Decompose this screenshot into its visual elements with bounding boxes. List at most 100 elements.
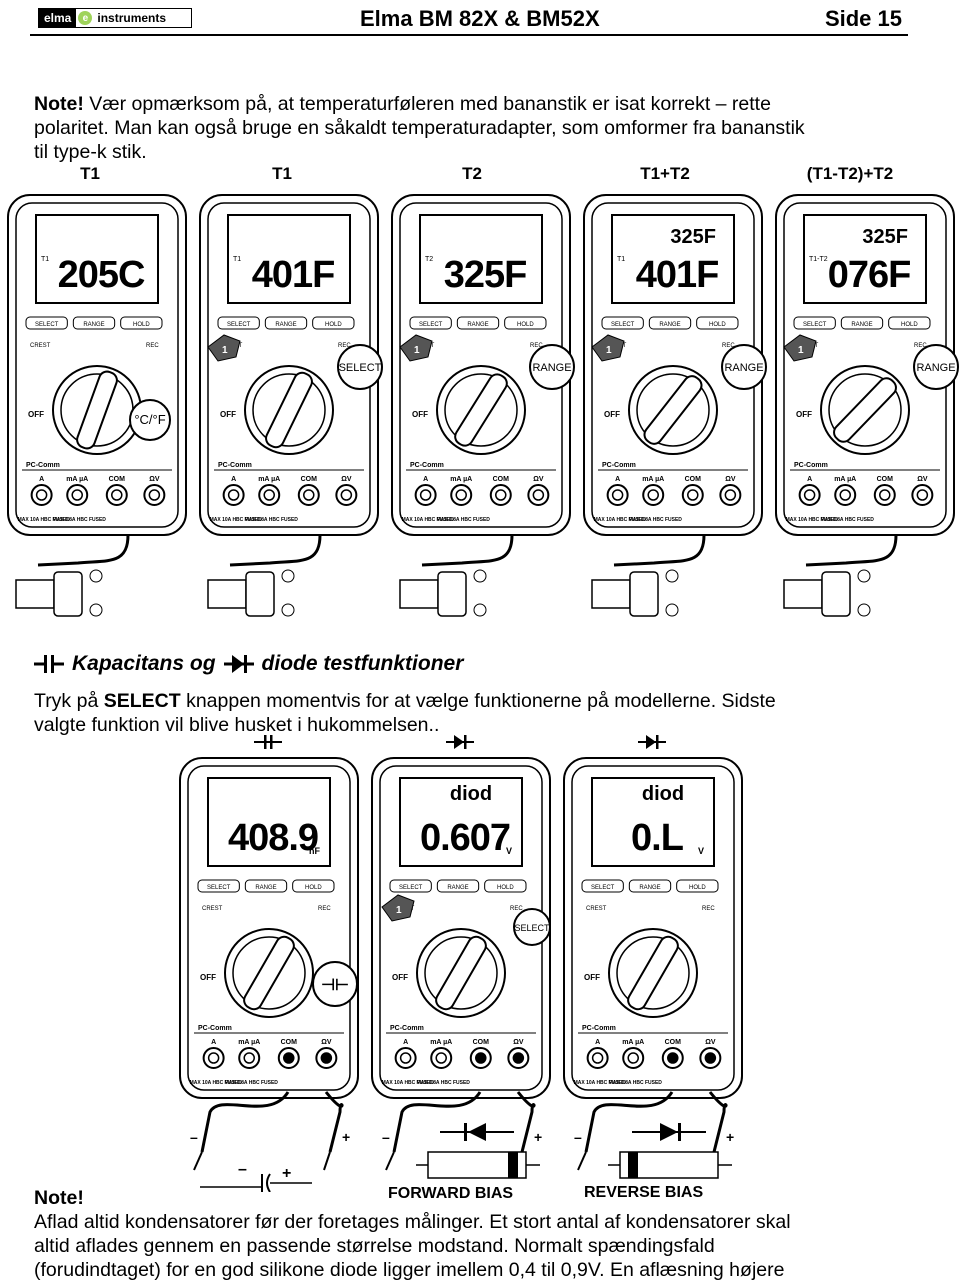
jack-hole	[879, 489, 891, 501]
jack-label: mA µA	[642, 476, 664, 483]
note-paragraph-2: Note! Aflad altid kondensatorer før der …	[34, 1186, 791, 1282]
elma-logo: elma e instruments	[38, 8, 192, 28]
diode-band	[628, 1152, 638, 1178]
lcd-main-reading: 401F	[252, 254, 335, 296]
meter-button	[648, 316, 692, 330]
pc-comm-label: PC-Comm	[218, 462, 252, 469]
jack-label: COM	[665, 1039, 682, 1046]
lcd-display	[207, 777, 331, 867]
jack-label: mA µA	[622, 1039, 644, 1046]
off-label: OFF	[412, 410, 428, 419]
lcd-main-reading: 0.L	[631, 817, 684, 859]
finger-number: 1	[606, 345, 612, 356]
callout-label: RANGE	[532, 362, 571, 374]
finger-number: 1	[798, 345, 804, 356]
plug-body	[629, 571, 659, 617]
note-line-2: polaritet. Man kan også bruge en såkaldt…	[34, 117, 805, 139]
reverse-bias-label: REVERSE BIAS	[584, 1184, 704, 1201]
fuse-label-1: MAX 10A HBC FUSED	[190, 1080, 242, 1086]
lcd-display	[419, 214, 543, 304]
meter-button-label: SELECT	[803, 322, 827, 328]
thermocouple-plug	[207, 579, 247, 609]
crest-label: CREST	[202, 906, 223, 912]
jack-hole	[611, 489, 624, 501]
finger-number: 1	[222, 345, 228, 356]
jack-label: A	[211, 1039, 216, 1046]
mode-callout-circle	[312, 961, 358, 1007]
meter-label-3: T2	[462, 164, 482, 183]
lcd-main-reading: 325F	[444, 254, 527, 296]
jack-hole	[455, 489, 467, 501]
jack-hole	[71, 489, 83, 501]
plus-terminal	[857, 569, 871, 583]
jack-hole	[724, 489, 737, 501]
jack-hole	[687, 489, 699, 501]
select-text-post: knappen momentvis for at vælge funktione…	[180, 690, 776, 712]
lcd-mode-text: diod	[450, 783, 492, 805]
jack-hole	[303, 489, 315, 501]
meter-button	[676, 879, 719, 893]
jack-hole	[495, 489, 507, 501]
minus-sign: –	[574, 1129, 582, 1145]
callout-label: SELECT	[339, 362, 382, 374]
lcd-sub-reading: 325F	[670, 226, 716, 248]
jack-hole	[263, 489, 275, 501]
diode-icon	[223, 655, 254, 673]
logo-instruments: instruments	[97, 11, 167, 25]
plug-body	[437, 571, 467, 617]
meter-button-label: RANGE	[447, 885, 468, 891]
diode-symbol-bar	[678, 1123, 681, 1141]
meter-button	[696, 316, 739, 330]
lcd-main-reading: 401F	[636, 254, 719, 296]
fuse-label-2: MAX 0.8A HBC FUSED	[820, 517, 874, 523]
diode-symbol-triangle	[660, 1123, 678, 1141]
diode-triangle	[646, 735, 656, 749]
meter-button	[72, 316, 116, 330]
plus-terminal	[89, 569, 103, 583]
note-line-1: Note! Vær opmærksom på, at temperaturføl…	[34, 92, 805, 116]
probe-cable	[229, 534, 322, 567]
lcd-display	[35, 214, 159, 304]
jack-label: COM	[301, 476, 318, 483]
meter-button-label: RANGE	[659, 322, 680, 328]
meter-button-label: SELECT	[207, 885, 231, 891]
fuse-label-1: MAX 10A HBC FUSED	[786, 517, 838, 523]
red-test-lead	[324, 1091, 344, 1153]
note-text-1: Vær opmærksom på, at temperaturføleren m…	[83, 93, 771, 115]
off-label: OFF	[220, 410, 236, 419]
meter-label-1: T1	[80, 164, 100, 183]
jack-hole	[320, 1052, 333, 1064]
meter-button-label: SELECT	[611, 322, 635, 328]
jack-hole	[839, 489, 851, 501]
fuse-label-1: MAX 10A HBC FUSED	[402, 517, 454, 523]
probe-tip	[193, 1151, 203, 1171]
dial-knob	[435, 935, 487, 1011]
meter-button-label: HOLD	[305, 885, 322, 891]
jack-label: ΩV	[149, 476, 160, 483]
minus-sign: –	[190, 1129, 198, 1145]
pc-comm-label: PC-Comm	[390, 1025, 424, 1032]
jack-hole	[591, 1052, 604, 1064]
meter-button-label: RANGE	[275, 322, 296, 328]
meter-button	[217, 316, 260, 330]
jack-label: ΩV	[705, 1039, 716, 1046]
callout-label: SELECT	[514, 923, 550, 933]
lcd-tag: T1-T2	[809, 256, 828, 263]
lcd-display	[227, 214, 351, 304]
meter-button	[436, 879, 480, 893]
jack-label: COM	[877, 476, 894, 483]
plug-body	[821, 571, 851, 617]
lcd-main-reading: 205C	[58, 254, 145, 296]
lcd-mode-text: diod	[642, 783, 684, 805]
meter-button-label: RANGE	[467, 322, 488, 328]
select-keyword: SELECT	[103, 690, 181, 712]
lcd-display	[591, 777, 715, 867]
callout-circle	[529, 344, 575, 390]
dial-knob	[627, 935, 679, 1011]
meter-button-label: SELECT	[227, 322, 251, 328]
plus-terminal	[665, 569, 679, 583]
jack-label: ΩV	[533, 476, 544, 483]
